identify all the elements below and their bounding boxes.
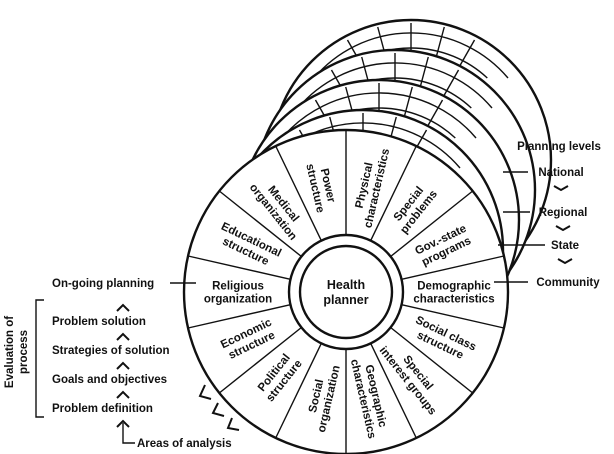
areas-of-analysis-label: Areas of analysis xyxy=(137,438,232,450)
planning-levels: Planning levels National Regional State … xyxy=(494,141,601,289)
chevron-down-icon xyxy=(555,225,571,232)
level-regional: Regional xyxy=(539,207,588,219)
sector-label-line: Demographic xyxy=(417,281,491,293)
disc-spoke xyxy=(426,99,444,127)
disc-band xyxy=(281,92,477,139)
evaluation-of-process: Evaluation of process Problem solution S… xyxy=(4,299,240,450)
chevron-down-icon xyxy=(553,185,569,192)
evaluation-label-line1: Evaluation of xyxy=(4,316,16,388)
wheel-spoke xyxy=(370,343,417,439)
wheel-spoke xyxy=(218,326,302,394)
wheel-spoke xyxy=(390,190,474,258)
evaluation-label-line2: process xyxy=(18,330,30,374)
hub-label-line2: planner xyxy=(323,293,368,307)
wheel-spoke xyxy=(401,304,505,329)
level-national: National xyxy=(538,167,583,179)
sector-label-line: Religious xyxy=(212,281,264,293)
evaluation-bracket xyxy=(35,299,44,418)
disc-band xyxy=(297,62,493,109)
wheel-spoke xyxy=(187,304,291,329)
wheel-spoke xyxy=(187,255,291,280)
sector-label-line: characteristics xyxy=(413,294,494,306)
wheel-spoke xyxy=(275,343,322,439)
disc-band xyxy=(313,32,509,79)
planning-levels-title: Planning levels xyxy=(517,141,601,153)
areas-of-analysis-wheel: ReligiousorganizationEconomicstructurePo… xyxy=(182,128,510,454)
disc-spoke xyxy=(442,69,460,97)
sector-label-line: organization xyxy=(204,294,272,306)
chevron-up-icon xyxy=(116,332,130,341)
wheel-spoke xyxy=(218,190,302,258)
chevron-up-icon xyxy=(116,303,130,312)
chevron-down-icon xyxy=(557,258,573,265)
chevron-up-icon xyxy=(116,419,130,428)
disc-spoke xyxy=(458,39,476,67)
eval-step-strategies: Strategies of solution xyxy=(52,345,170,357)
leader-areas-of-analysis xyxy=(122,423,135,444)
rotation-arrow-icon xyxy=(211,402,225,417)
eval-step-goals: Goals and objectives xyxy=(52,374,167,386)
chevron-up-icon xyxy=(116,361,130,370)
rotation-arrow-icon xyxy=(198,384,212,400)
health-planner-hub xyxy=(298,244,394,340)
wheel-spokes xyxy=(187,130,505,454)
wheel-spoke xyxy=(275,145,322,241)
ongoing-planning-label: On-going planning xyxy=(52,278,154,290)
wheel-spoke xyxy=(401,255,505,280)
wheel-spoke xyxy=(390,326,474,394)
hub-label-line1: Health xyxy=(327,278,365,292)
eval-step-problem-solution: Problem solution xyxy=(52,316,146,328)
rotation-arrow-icon xyxy=(226,417,240,431)
chevron-up-icon xyxy=(116,390,130,399)
wheel-spoke xyxy=(370,145,417,241)
level-community: Community xyxy=(536,277,600,289)
level-state: State xyxy=(551,240,579,252)
eval-step-problem-definition: Problem definition xyxy=(52,403,153,415)
ongoing-planning: On-going planning xyxy=(52,278,196,290)
